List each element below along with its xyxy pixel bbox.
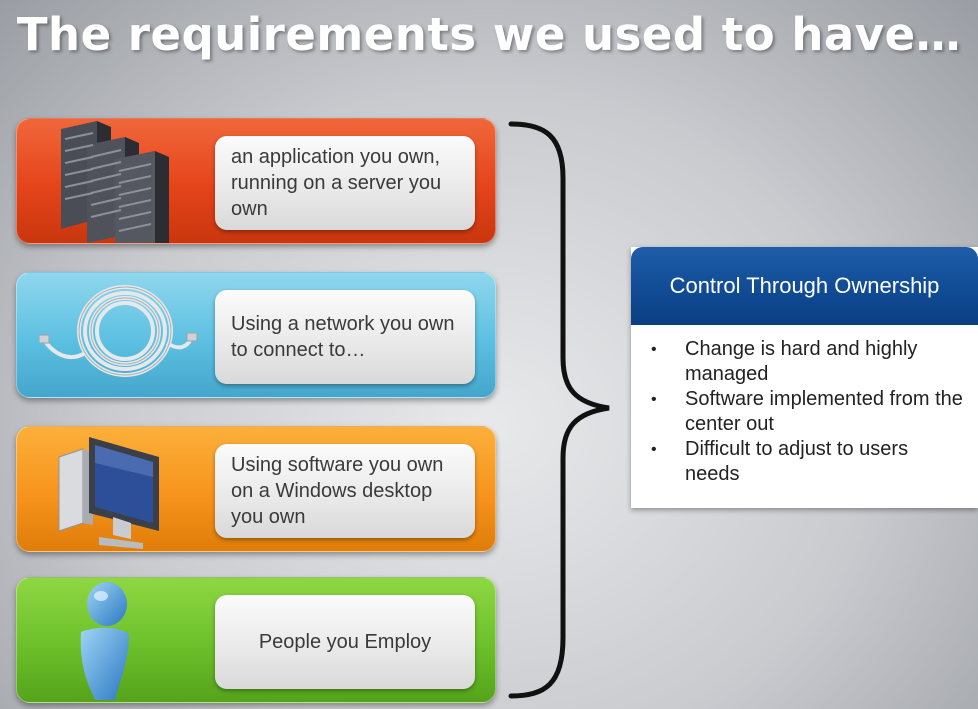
slide-title: The requirements we used to have… — [16, 8, 962, 61]
requirement-row-desktop: Using software you own on a Windows desk… — [16, 426, 496, 552]
requirement-text: an application you own, running on a ser… — [231, 146, 442, 220]
requirement-row-server: an application you own, running on a ser… — [16, 118, 496, 244]
ownership-panel: Control Through Ownership Change is hard… — [631, 247, 978, 508]
panel-heading: Control Through Ownership — [631, 247, 978, 325]
curly-brace — [505, 118, 615, 707]
desktop-computer-icon — [39, 427, 199, 556]
requirement-text: Using software you own on a Windows desk… — [231, 454, 444, 528]
requirement-card: Using a network you own to connect to… — [215, 290, 475, 384]
person-icon — [39, 578, 199, 707]
panel-bullet-list: Change is hard and highly managed Softwa… — [631, 325, 978, 487]
requirement-text: Using a network you own to connect to… — [231, 313, 455, 361]
panel-bullet: Difficult to adjust to users needs — [651, 437, 968, 487]
requirement-row-network: Using a network you own to connect to… — [16, 272, 496, 398]
panel-bullet: Software implemented from the center out — [651, 387, 968, 437]
requirement-card: Using software you own on a Windows desk… — [215, 444, 475, 538]
requirement-row-people: People you Employ — [16, 577, 496, 703]
network-cable-icon — [38, 273, 199, 402]
panel-bullet: Change is hard and highly managed — [651, 337, 968, 387]
server-rack-icon — [39, 119, 199, 248]
requirement-text: People you Employ — [258, 631, 432, 653]
requirement-card: an application you own, running on a ser… — [215, 136, 475, 230]
requirement-card: People you Employ — [215, 595, 475, 689]
